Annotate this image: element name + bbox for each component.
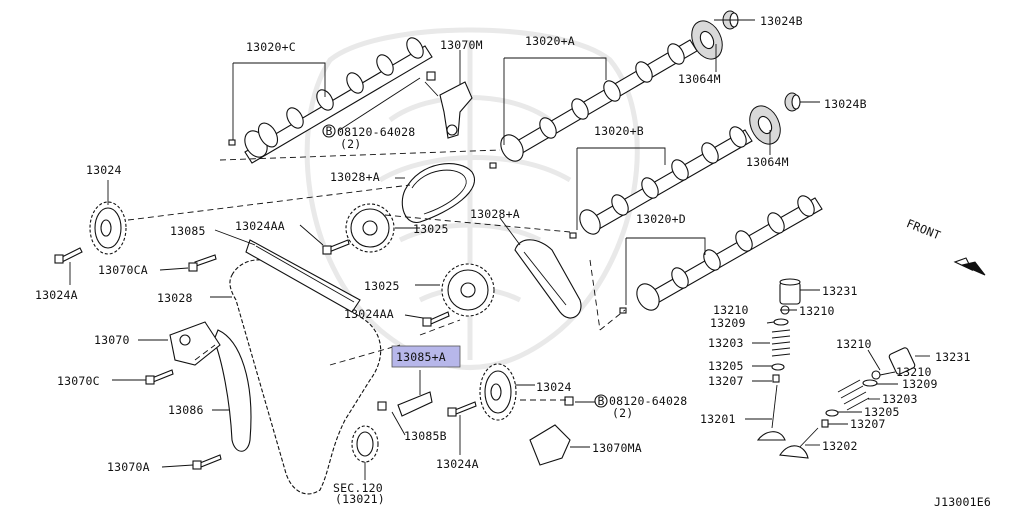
label-13085a: 13085+A [396,350,446,364]
label-13085b: 13085B [404,429,447,443]
camshaft-13020d [636,195,823,311]
label-13024aa-2: 13024AA [344,307,394,321]
label-13210-1: 13210 [713,303,749,317]
diagram-id: J13001E6 [934,495,991,509]
sprocket-13024-right [479,363,517,421]
label-13064m-1: 13064M [678,72,721,86]
label-13070m: 13070M [440,38,483,52]
label-13020c: 13020+C [246,40,296,54]
label-13028a-1: 13028+A [330,170,380,184]
pin [569,232,577,239]
label-13085: 13085 [170,224,206,238]
label-13207-2: 13207 [850,417,886,431]
highlight-box [391,345,461,368]
part-13024b-lower [784,92,801,112]
slack-guide-13086 [213,329,252,452]
part-13070ma [529,396,574,466]
part-13064m-lower [749,105,781,145]
part-13070m [424,71,473,139]
bolts [54,239,477,470]
label-13086: 13086 [168,403,204,417]
part-13064m-upper [691,20,723,60]
label-13231-2: 13231 [935,350,971,364]
label-13070c: 13070C [57,374,100,388]
pin [619,307,627,314]
label-13203-2: 13203 [882,392,918,406]
label-13201: 13201 [700,412,736,426]
label-13209-2: 13209 [902,377,938,391]
tensioner-13070 [169,321,221,366]
sprocket-13024-left [89,201,127,255]
svg-text:B: B [598,394,605,408]
chain-guide-13028a-lower [514,239,582,319]
part-13085a-bracket [377,391,433,417]
label-13207-1: 13207 [708,374,744,388]
label-13024a: 13024A [35,288,78,302]
label-13020b: 13020+B [594,124,644,138]
label-13070ma: 13070MA [592,441,642,455]
label-13024b-1: 13024B [760,14,803,28]
label-13028a-2: 13028+A [470,207,520,221]
label-13209-1: 13209 [710,316,746,330]
label-13210-2: 13210 [799,304,835,318]
front-arrow [953,257,986,276]
label-13028: 13028 [157,291,193,305]
label-08120-1: 08120-64028 [337,125,415,139]
chain-guide-13085 [245,239,361,313]
pin [228,139,236,146]
sprocket-13025-lower [441,263,495,317]
label-13024a-2: 13024A [436,457,479,471]
label-qty-2: (2) [612,406,633,420]
camshaft-13020a [500,39,698,162]
sprocket-13025-upper [345,203,395,253]
label-13070: 13070 [94,333,130,347]
label-13070a: 13070A [107,460,150,474]
label-13210-4: 13210 [896,365,932,379]
label-08120-2: 08120-64028 [609,394,687,408]
label-13070ca: 13070CA [98,263,148,277]
valve-train [756,278,916,459]
label-13202: 13202 [822,439,858,453]
label-13203-1: 13203 [708,336,744,350]
front-label: FRONT [904,216,942,242]
label-13210-3: 13210 [836,337,872,351]
label-13020d: 13020+D [636,212,686,226]
chain-guide-13028a-upper [401,163,475,223]
label-13205-1: 13205 [708,359,744,373]
circled-b-markers: B B [322,124,608,408]
label-qty-1: (2) [340,137,361,151]
label-13205-2: 13205 [864,405,900,419]
reference-lines [127,149,626,401]
crank-sprocket [351,425,379,463]
camshaft-13020c [244,37,433,164]
label-13231-1: 13231 [822,284,858,298]
label-13024-2: 13024 [536,380,572,394]
pin [489,162,497,169]
label-13020a: 13020+A [525,34,575,48]
leader-lines [69,19,930,480]
label-13024aa-1: 13024AA [235,219,285,233]
sec-ref-line2: (13021) [335,492,385,506]
label-13025-2: 13025 [364,279,400,293]
svg-text:B: B [326,124,333,138]
label-13024: 13024 [86,163,122,177]
sec-ref-line1: SEC.120 [333,481,383,495]
label-13064m-2: 13064M [746,155,789,169]
label-13025-1: 13025 [413,222,449,236]
label-13024b-2: 13024B [824,97,867,111]
camshaft-13020b [579,126,753,235]
